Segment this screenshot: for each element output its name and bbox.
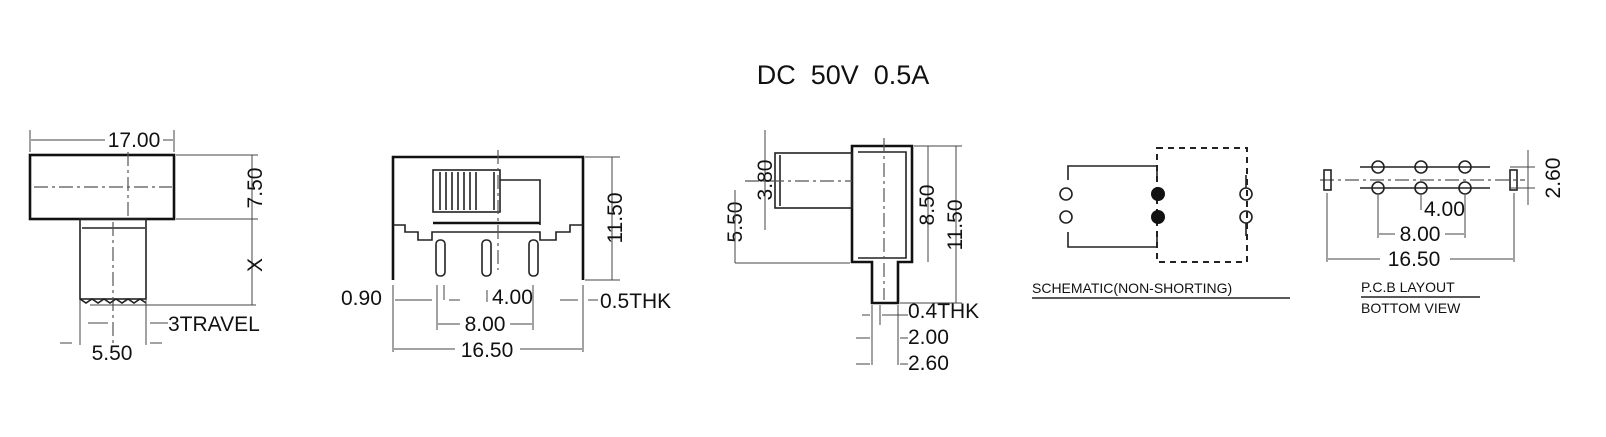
dim-pcb-overall: 16.50 <box>1388 248 1441 271</box>
dim-pin-pitch: 4.00 <box>492 286 533 309</box>
dim-pin-thickness: 0.4THK <box>908 300 979 323</box>
dim-stem-length: X <box>244 258 267 272</box>
end-view: 3.80 5.50 8.50 11.50 0.4THK 2.00 2.60 <box>724 130 979 375</box>
dim-row-spacing: 2.60 <box>1542 158 1565 199</box>
schematic: SCHEMATIC(NON-SHORTING) <box>1032 147 1290 299</box>
dim-stem-width: 5.50 <box>92 342 133 365</box>
dim-pin-span: 8.00 <box>465 313 506 336</box>
dim-pin-width-end: 2.00 <box>908 326 949 349</box>
dim-pcb-pitch: 4.00 <box>1424 198 1465 221</box>
dim-width: 17.00 <box>108 129 161 152</box>
dim-body-height: 8.50 <box>916 185 939 226</box>
dim-pin-outer: 2.60 <box>908 352 949 375</box>
front-view: 17.00 7.50 X 3TRAVEL 5.50 <box>28 129 267 365</box>
dim-travel: 3TRAVEL <box>168 313 260 336</box>
dim-thickness: 0.5THK <box>600 290 671 313</box>
schematic-label: SCHEMATIC(NON-SHORTING) <box>1032 280 1232 296</box>
dim-pcb-span: 8.00 <box>1400 223 1441 246</box>
side-view: 11.50 0.90 4.00 8.00 16.50 0.5THK <box>341 150 671 362</box>
dim-overall: 16.50 <box>461 339 514 362</box>
pcb-layout: 2.60 4.00 8.00 16.50 P.C.B LAYOUT BOTTOM… <box>1320 150 1565 316</box>
dim-side-height: 11.50 <box>604 193 627 244</box>
dim-overall-height: 11.50 <box>944 200 967 251</box>
dim-pin-width: 0.90 <box>341 287 382 310</box>
spec-title: DC 50V 0.5A <box>757 60 930 90</box>
pcb-label-line2: BOTTOM VIEW <box>1361 300 1461 316</box>
pcb-label-line1: P.C.B LAYOUT <box>1361 279 1455 295</box>
dim-knob-height: 3.80 <box>754 160 777 201</box>
dim-height: 7.50 <box>244 168 267 209</box>
